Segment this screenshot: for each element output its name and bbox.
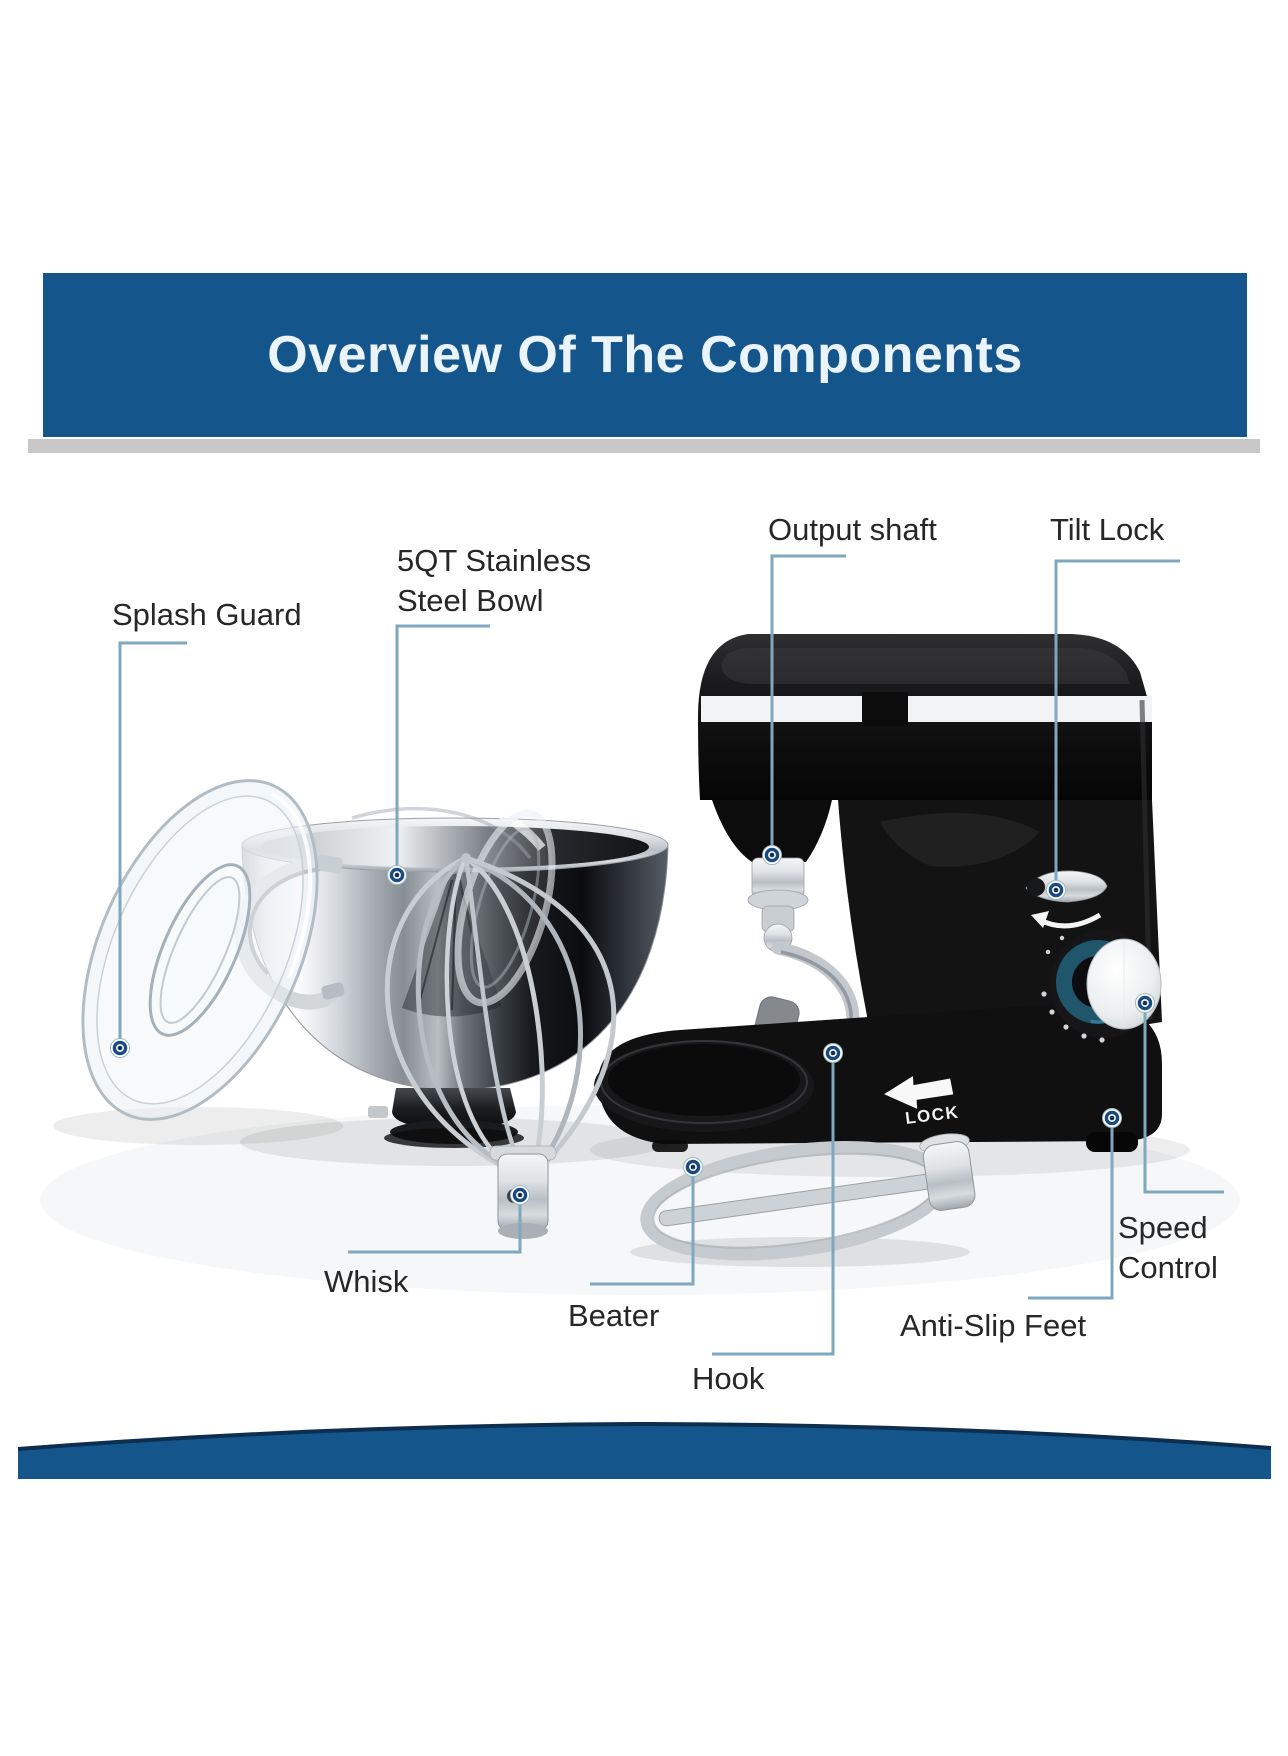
- label-speed-control: Speed Control: [1118, 1208, 1218, 1287]
- output-shaft-leader-line: [770, 554, 846, 855]
- bowl-marker-dot: [385, 863, 409, 887]
- balloon-whisk: [384, 853, 617, 1239]
- stand-mixer: LOCK: [594, 634, 1162, 1152]
- anti-slip-foot-left: [652, 1140, 688, 1152]
- head-white-stripe: [701, 696, 1152, 722]
- label-speed-control-line2: Control: [1118, 1249, 1218, 1285]
- anti-slip-feet-leader-line: [1028, 1118, 1114, 1300]
- label-output-shaft: Output shaft: [768, 512, 937, 547]
- tilt-lock-lever: [1025, 870, 1108, 929]
- label-speed-control-line1: Speed: [1118, 1210, 1208, 1245]
- label-whisk: Whisk: [324, 1264, 409, 1299]
- label-bowl-line2: Steel Bowl: [397, 582, 544, 618]
- banner-divider-strip: [28, 439, 1260, 453]
- speed-control-leader-line: [1143, 1003, 1224, 1194]
- leader-lines: [118, 554, 1224, 1356]
- whisk-marker-dot: [508, 1183, 532, 1207]
- neck-swoosh: [880, 813, 1040, 867]
- speed-control-marker-dot: [1133, 991, 1157, 1015]
- tilt-lock-leader-line: [1054, 559, 1180, 890]
- lock-arrow-icon: [884, 1076, 954, 1109]
- label-anti-slip-feet: Anti-Slip Feet: [900, 1308, 1087, 1343]
- label-tilt-lock: Tilt Lock: [1050, 512, 1165, 547]
- beater-marker-dot: [681, 1155, 705, 1179]
- output-shaft-marker-dot: [760, 843, 784, 867]
- head-stripe-break: [862, 692, 908, 726]
- dial-tick-marks: [1041, 935, 1105, 1043]
- mixer-base: LOCK: [594, 1002, 1162, 1152]
- label-bowl: 5QT Stainless Steel Bowl: [397, 541, 591, 620]
- label-bowl-line1: 5QT Stainless: [397, 543, 592, 578]
- tilt-lock-marker-dot: [1044, 878, 1068, 902]
- splash-guard-lid: [81, 779, 319, 1121]
- splash-guard-leader-line: [118, 641, 187, 1048]
- splash-guard-marker-dot: [108, 1036, 132, 1060]
- tilt-arrow-icon: [1038, 912, 1102, 929]
- whisk-leader-line: [348, 1195, 522, 1254]
- hook-leader-line: [712, 1053, 835, 1356]
- label-hook: Hook: [692, 1361, 765, 1396]
- flat-beater: [640, 1133, 976, 1261]
- output-shaft: [747, 857, 809, 953]
- mixer-head-gloss: [721, 648, 1130, 684]
- anti-slip-feet-marker-dot: [1100, 1106, 1124, 1130]
- label-splash-guard: Splash Guard: [112, 597, 302, 632]
- footer-arc: [17, 1421, 1272, 1479]
- hook-marker-dot: [821, 1041, 845, 1065]
- label-beater: Beater: [568, 1298, 660, 1333]
- bowl-leader-line: [395, 624, 490, 875]
- page-title: Overview Of The Components: [267, 326, 1023, 384]
- beater-leader-line: [590, 1167, 695, 1286]
- title-banner: Overview Of The Components: [43, 273, 1247, 437]
